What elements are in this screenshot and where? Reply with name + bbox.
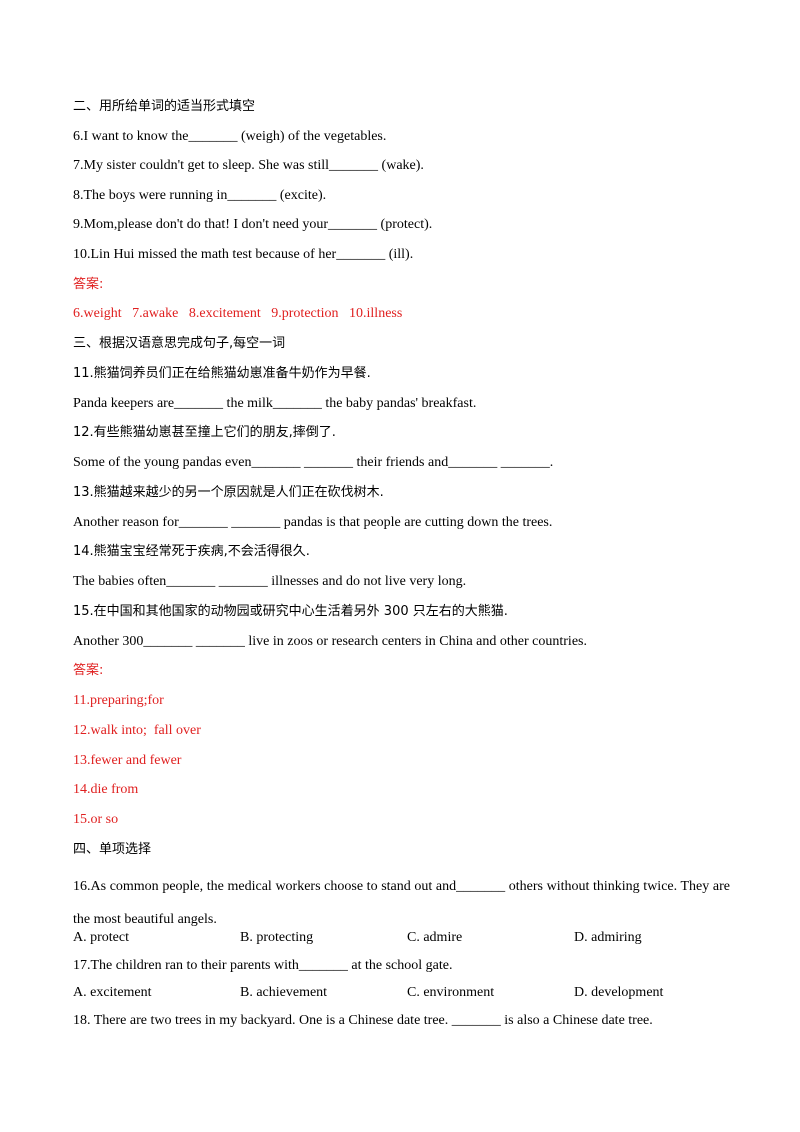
question-9: 9.Mom,please don't do that! I don't need… xyxy=(73,217,433,232)
section-4-heading: 四、单项选择 xyxy=(73,842,152,857)
question-13-chinese: 13.熊猫越来越少的另一个原因就是人们正在砍伐树木. xyxy=(73,485,384,500)
option-d[interactable]: D. development xyxy=(574,985,664,1000)
option-d[interactable]: D. admiring xyxy=(574,930,642,945)
answer-11: 11.preparing;for xyxy=(73,693,164,708)
question-10: 10.Lin Hui missed the math test because … xyxy=(73,247,414,262)
question-12-chinese: 12.有些熊猫幼崽甚至撞上它们的朋友,摔倒了. xyxy=(73,425,336,440)
question-17: 17.The children ran to their parents wit… xyxy=(73,958,453,973)
answer-13: 13.fewer and fewer xyxy=(73,753,182,768)
question-15-chinese: 15.在中国和其他国家的动物园或研究中心生活着另外 300 只左右的大熊猫. xyxy=(73,604,508,619)
question-7: 7.My sister couldn't get to sleep. She w… xyxy=(73,158,424,173)
option-a[interactable]: A. excitement xyxy=(73,985,152,1000)
section-2-answers: 6.weight 7.awake 8.excitement 9.protecti… xyxy=(73,306,403,321)
question-16: 16.As common people, the medical workers… xyxy=(73,879,730,927)
section-2-answer-label: 答案: xyxy=(73,277,104,292)
question-11-chinese: 11.熊猫饲养员们正在给熊猫幼崽准备牛奶作为早餐. xyxy=(73,366,371,381)
answer-15: 15.or so xyxy=(73,812,119,827)
question-14-english: The babies often_______ _______ illnesse… xyxy=(73,574,467,589)
answer-12: 12.walk into; fall over xyxy=(73,723,201,738)
question-14-chinese: 14.熊猫宝宝经常死于疾病,不会活得很久. xyxy=(73,544,310,559)
question-13-english: Another reason for_______ _______ pandas… xyxy=(73,515,553,530)
section-3-heading: 三、根据汉语意思完成句子,每空一词 xyxy=(73,336,286,351)
question-12-english: Some of the young pandas even_______ ___… xyxy=(73,455,554,470)
option-a[interactable]: A. protect xyxy=(73,930,129,945)
answer-14: 14.die from xyxy=(73,782,139,797)
option-b[interactable]: B. achievement xyxy=(240,985,328,1000)
question-6: 6.I want to know the_______ (weigh) of t… xyxy=(73,129,387,144)
question-15-english: Another 300_______ _______ live in zoos … xyxy=(73,634,587,649)
section-3-answer-label: 答案: xyxy=(73,663,104,678)
question-18: 18. There are two trees in my backyard. … xyxy=(73,1013,653,1028)
section-2-heading: 二、用所给单词的适当形式填空 xyxy=(73,99,256,114)
option-c[interactable]: C. admire xyxy=(407,930,463,945)
option-b[interactable]: B. protecting xyxy=(240,930,314,945)
option-c[interactable]: C. environment xyxy=(407,985,495,1000)
question-8: 8.The boys were running in_______ (excit… xyxy=(73,188,327,203)
question-11-english: Panda keepers are_______ the milk_______… xyxy=(73,396,477,411)
